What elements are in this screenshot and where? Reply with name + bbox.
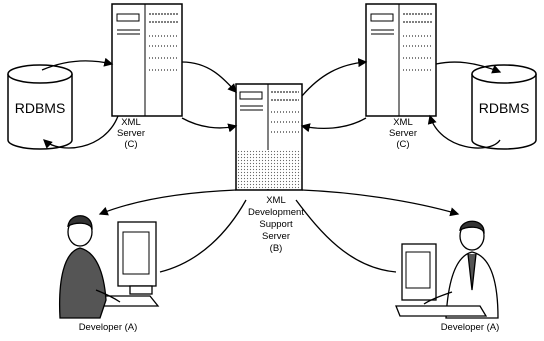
label-server-left-line1: XML	[121, 117, 141, 128]
label-server-right: XML Server (C)	[389, 117, 417, 150]
connector-db-left-bottom	[43, 115, 119, 149]
connector-dev-right-center	[295, 199, 397, 273]
connector-right-center-bottom	[300, 117, 367, 133]
developer-right-icon	[395, 220, 499, 319]
connector-center-dev-right	[301, 189, 460, 217]
label-server-center-line5: (B)	[270, 243, 283, 254]
label-server-center-line2: Development	[248, 207, 304, 218]
label-server-left-line2: Server	[117, 128, 145, 139]
database-left-label: RDBMS	[15, 100, 66, 116]
connector-db-right-bottom	[427, 114, 501, 149]
server-center-icon	[235, 83, 303, 191]
label-server-left-line3: (C)	[124, 139, 137, 150]
database-left: RDBMS	[7, 64, 73, 150]
developer-left-icon	[58, 215, 160, 319]
label-developer-right: Developer (A)	[441, 322, 500, 333]
connector-db-left-top	[41, 57, 114, 71]
server-left-icon	[111, 3, 183, 117]
label-server-center-line3: Support	[259, 219, 293, 230]
connector-right-center-top	[301, 58, 368, 97]
label-server-center-line1: XML	[266, 195, 286, 206]
label-server-center-line4: Server	[262, 231, 290, 242]
label-server-right-line3: (C)	[396, 139, 409, 150]
label-server-right-line2: Server	[389, 128, 417, 139]
server-right-icon	[365, 3, 437, 117]
database-right: RDBMS	[471, 64, 537, 150]
connector-center-dev-left	[98, 189, 237, 216]
connector-db-right-top	[435, 61, 502, 74]
database-right-label: RDBMS	[479, 100, 530, 116]
label-server-left: XML Server (C)	[117, 117, 145, 150]
label-server-right-line1: XML	[393, 117, 413, 128]
label-developer-left: Developer (A)	[79, 322, 138, 333]
connector-left-center-bottom	[181, 117, 238, 133]
label-server-center: XML Development Support Server (B)	[248, 195, 304, 254]
connectors	[41, 57, 502, 273]
connector-dev-left-center	[159, 199, 247, 273]
connector-left-center-top	[181, 61, 237, 93]
